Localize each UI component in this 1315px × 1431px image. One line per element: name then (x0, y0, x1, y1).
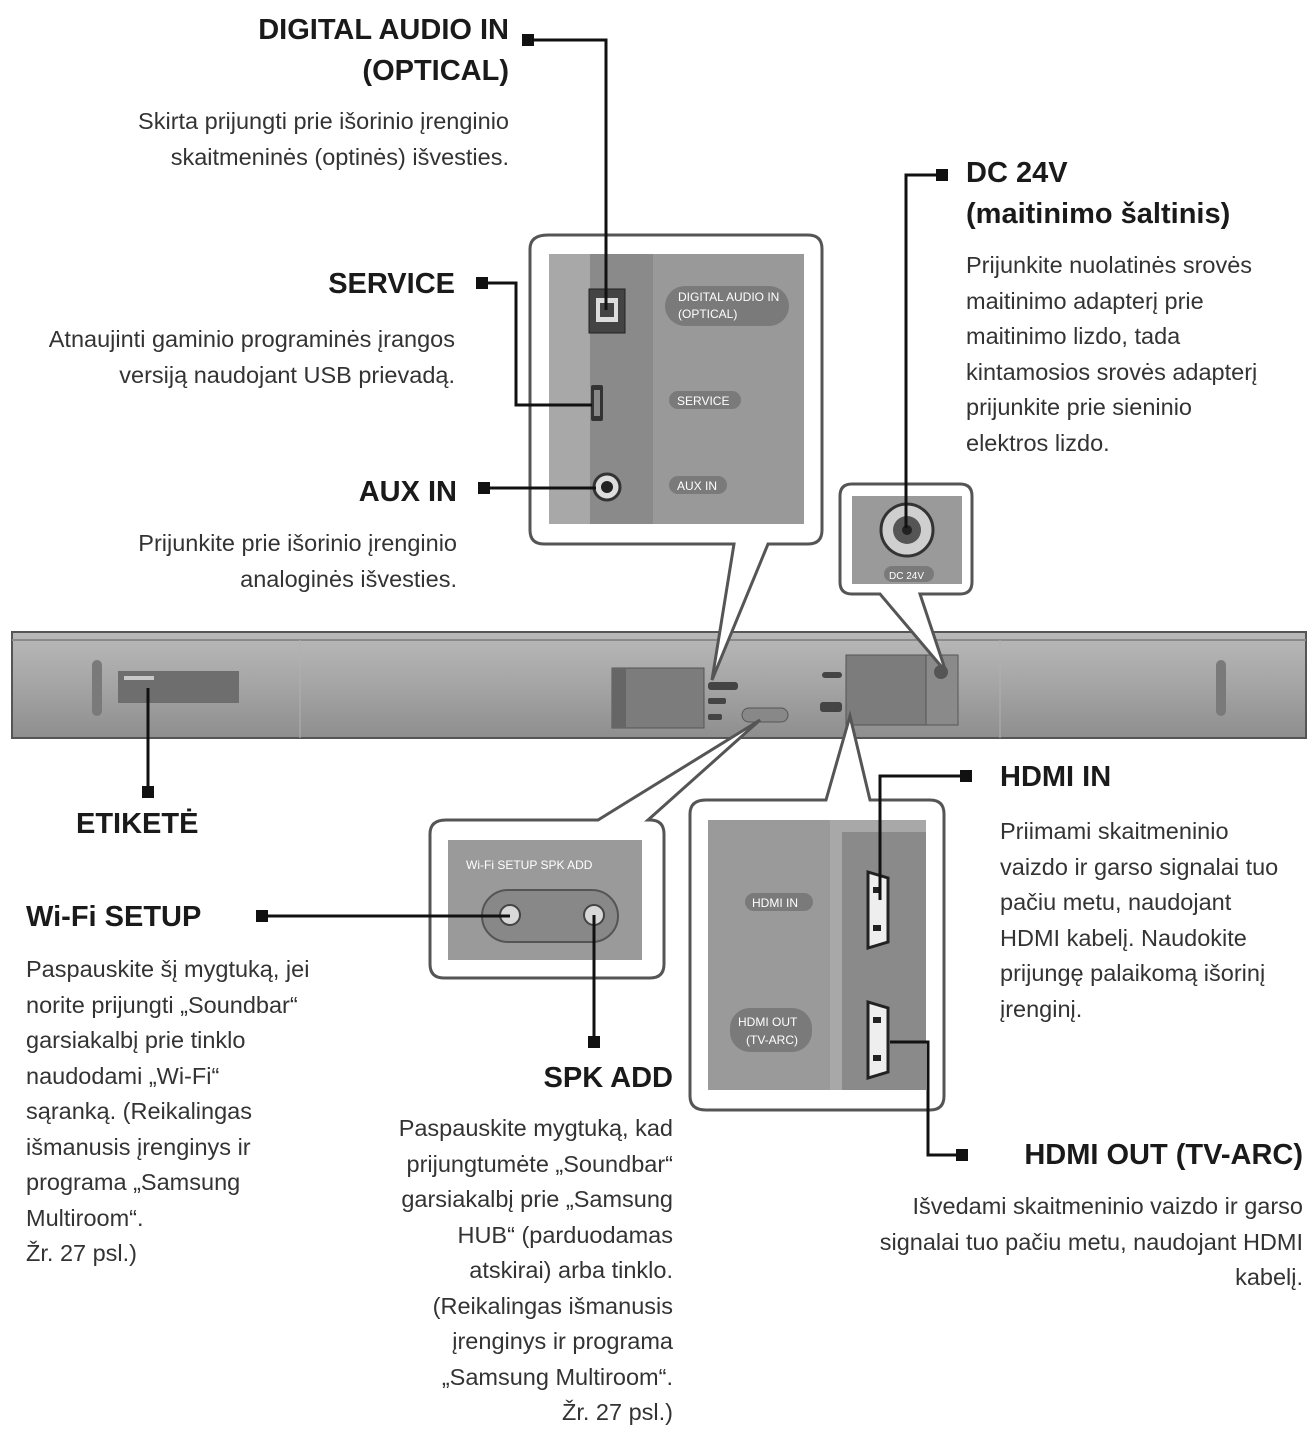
desc-aux-in: Prijunkite prie išorinio įrenginio analo… (138, 530, 457, 592)
leader-service (486, 281, 592, 407)
desc-dc-24v: Prijunkite nuolatinės srovės maitinimo a… (966, 252, 1258, 456)
heading-aux-in: AUX IN (358, 476, 457, 508)
panel-label-optical-1: DIGITAL AUDIO IN (678, 290, 779, 304)
leader-markers (142, 34, 972, 1161)
label-plate (118, 671, 239, 703)
desc-spk-add: Paspauskite mygtuką, kad prijungtumėte „… (398, 1115, 673, 1425)
panel-label-aux: AUX IN (677, 479, 717, 493)
leader-lines (146, 38, 964, 1157)
heading-hdmi-out: HDMI OUT (TV-ARC) (1024, 1139, 1303, 1171)
leader-optical (530, 38, 608, 310)
panel-label-hdmi-in: HDMI IN (752, 896, 798, 910)
heading-hdmi-in: HDMI IN (1000, 761, 1112, 793)
panel-label-dc: DC 24V (889, 571, 924, 582)
desc-wifi-setup: Paspauskite šį mygtuką, jei norite priju… (26, 956, 310, 1266)
panel-label-hdmi-out-2: (TV-ARC) (746, 1033, 798, 1047)
heading-dc-24v: DC 24V (maitinimo šaltinis) (966, 153, 1230, 235)
leader-hdmi-out (890, 1040, 960, 1157)
dc-port-callout: DC 24V (838, 482, 974, 673)
panel-label-hdmi-out-1: HDMI OUT (738, 1015, 798, 1029)
leader-hdmi-in (878, 774, 964, 900)
heading-digital-audio-in-line2: (OPTICAL) (362, 55, 509, 87)
desc-digital-audio-in: Skirta prijungti prie išorinio įrenginio… (138, 108, 509, 170)
leader-dc (904, 173, 940, 528)
desc-service: Atnaujinti gaminio programinės įrangos v… (48, 326, 455, 388)
heading-digital-audio-in: DIGITAL AUDIO IN (OPTICAL) (258, 10, 509, 92)
button-callout: Wi-Fi SETUP SPK ADD (428, 718, 761, 980)
heading-etikete: ETIKETĖ (76, 808, 199, 840)
soundbar-body (11, 631, 1307, 739)
heading-dc-24v-line1: DC 24V (966, 157, 1068, 189)
panel-label-service: SERVICE (677, 394, 729, 408)
heading-wifi-setup: Wi-Fi SETUP (26, 901, 202, 933)
desc-hdmi-out: Išvedami skaitmeninio vaizdo ir garso si… (879, 1193, 1303, 1290)
heading-spk-add: SPK ADD (543, 1062, 673, 1094)
heading-dc-24v-line2: (maitinimo šaltinis) (966, 198, 1231, 230)
right-foot-slot (1216, 660, 1226, 716)
panel-label-wifi-spk: Wi-Fi SETUP SPK ADD (466, 858, 593, 872)
heading-service: SERVICE (328, 268, 455, 300)
heading-digital-audio-in-line1: DIGITAL AUDIO IN (258, 14, 509, 46)
top-port-callout: DIGITAL AUDIO IN (OPTICAL) SERVICE AUX I… (528, 233, 824, 681)
panel-label-optical-2: (OPTICAL) (678, 307, 737, 321)
left-foot-slot (92, 660, 102, 716)
desc-hdmi-in: Priimami skaitmeninio vaizdo ir garso si… (1000, 818, 1279, 1022)
